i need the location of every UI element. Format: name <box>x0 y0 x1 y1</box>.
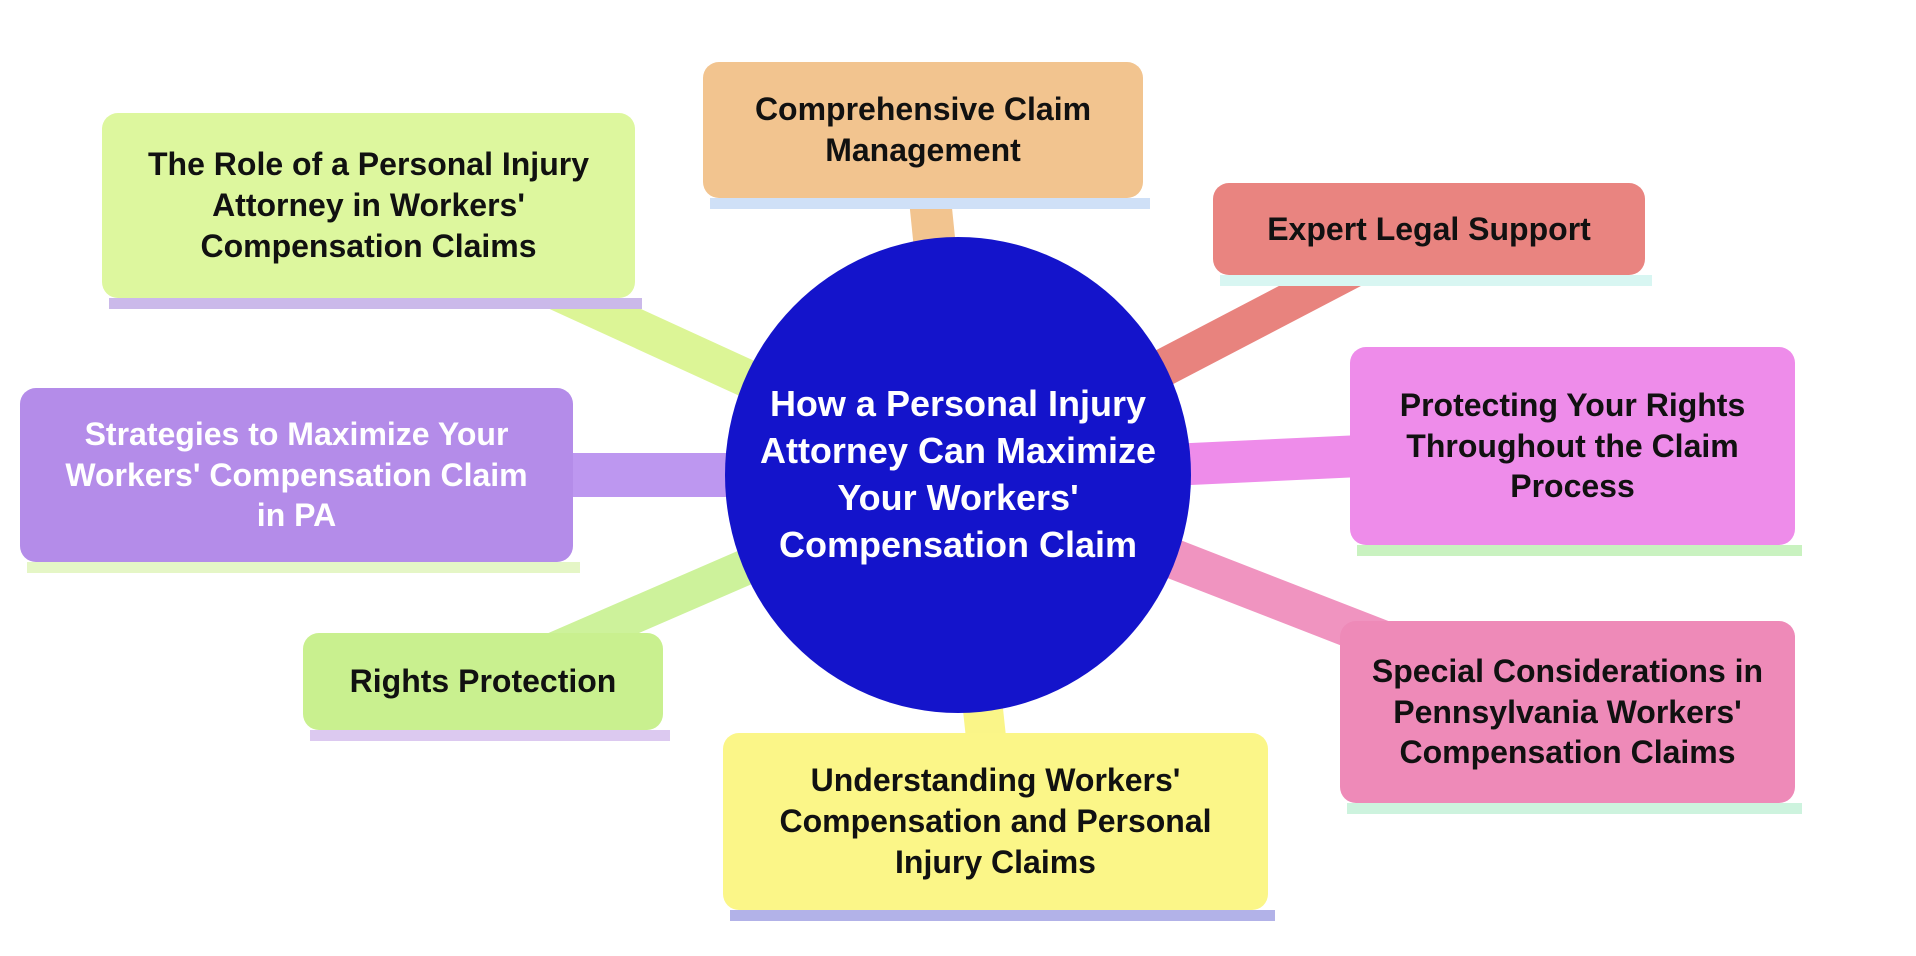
node-role-of-personal-injury-attorney: The Role of a Personal Injury Attorney i… <box>102 113 642 309</box>
center-topic-label: How a Personal Injury Attorney Can Maxim… <box>759 383 1157 565</box>
node-shadow-strip <box>310 730 670 741</box>
node-rights-protection: Rights Protection <box>303 633 670 741</box>
node-label: Special Considerations in Pennsylvania W… <box>1371 652 1764 771</box>
node-shadow-strip <box>1347 803 1802 814</box>
center-topic-circle: How a Personal Injury Attorney Can Maxim… <box>725 237 1191 713</box>
node-shadow-strip <box>27 562 580 573</box>
node-shadow-strip <box>730 910 1275 921</box>
node-shadow-strip <box>109 298 642 309</box>
node-shadow-strip <box>1220 275 1652 286</box>
node-expert-legal-support: Expert Legal Support <box>1213 183 1652 286</box>
node-shadow-strip <box>1357 545 1802 556</box>
node-label: Rights Protection <box>349 663 617 700</box>
node-label: Strategies to Maximize Your Workers' Com… <box>65 415 528 534</box>
node-label: Understanding Workers' Compensation and … <box>779 762 1212 880</box>
node-label: Protecting Your Rights Throughout the Cl… <box>1399 386 1746 505</box>
node-special-considerations-pa: Special Considerations in Pennsylvania W… <box>1340 621 1802 814</box>
node-protecting-your-rights: Protecting Your Rights Throughout the Cl… <box>1350 347 1802 556</box>
node-label: Comprehensive Claim Management <box>754 91 1092 168</box>
node-label: Expert Legal Support <box>1267 210 1591 247</box>
node-label: The Role of a Personal Injury Attorney i… <box>148 146 589 264</box>
node-shadow-strip <box>710 198 1150 209</box>
node-understanding-workers-comp: Understanding Workers' Compensation and … <box>723 733 1275 921</box>
node-comprehensive-claim-management: Comprehensive Claim Management <box>703 62 1150 209</box>
node-strategies-to-maximize: Strategies to Maximize Your Workers' Com… <box>20 388 580 573</box>
